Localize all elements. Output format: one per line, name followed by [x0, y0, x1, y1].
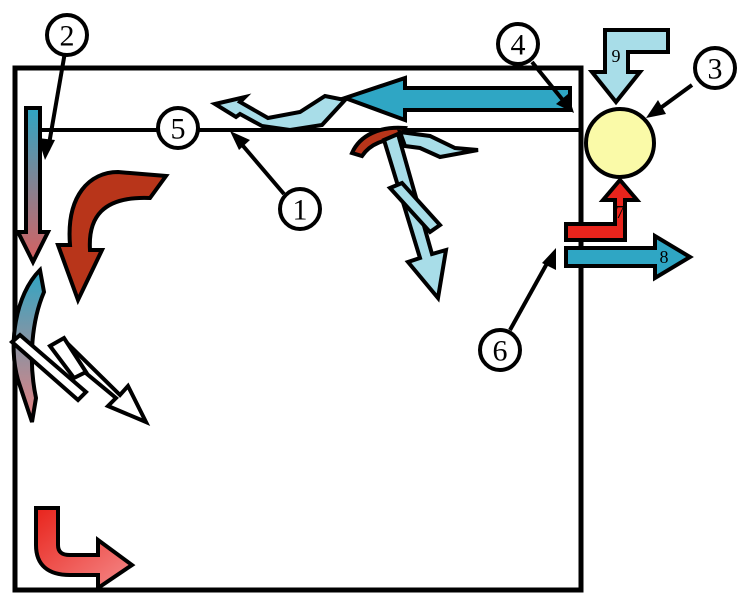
dark-red-curved-arrow — [58, 172, 166, 300]
callout-5-label: 5 — [171, 113, 186, 146]
callout-2: 2 — [47, 15, 87, 55]
light-blue-swirl-left — [215, 96, 345, 130]
arrow-number-7: 7 — [616, 202, 625, 222]
callout-4: 4 — [498, 24, 538, 64]
callout-5: 5 — [158, 108, 198, 148]
callout-3: 3 — [695, 48, 735, 88]
callout-1: 1 — [280, 189, 320, 229]
yellow-circle — [586, 109, 654, 177]
leader-arrowhead-3 — [646, 100, 666, 118]
light-blue-swirl-right — [400, 132, 478, 157]
callout-6-label: 6 — [493, 335, 508, 368]
callout-4-label: 4 — [511, 29, 526, 62]
callout-1-label: 1 — [293, 194, 308, 227]
light-blue-down-arrow — [592, 30, 668, 102]
callout-2-label: 2 — [60, 20, 75, 53]
red-up-arrow — [566, 180, 637, 240]
teal-left-arrow — [345, 78, 570, 120]
callout-3-label: 3 — [708, 53, 723, 86]
leader-line-1 — [238, 140, 284, 194]
arrow-number-9: 9 — [612, 46, 621, 66]
red-bent-arrow — [36, 508, 132, 588]
callout-6: 6 — [480, 330, 520, 370]
leader-arrowhead-1 — [230, 131, 250, 150]
leader-line-6 — [510, 258, 550, 330]
arrow-number-8: 8 — [660, 247, 669, 267]
teal-right-arrow — [566, 236, 690, 278]
